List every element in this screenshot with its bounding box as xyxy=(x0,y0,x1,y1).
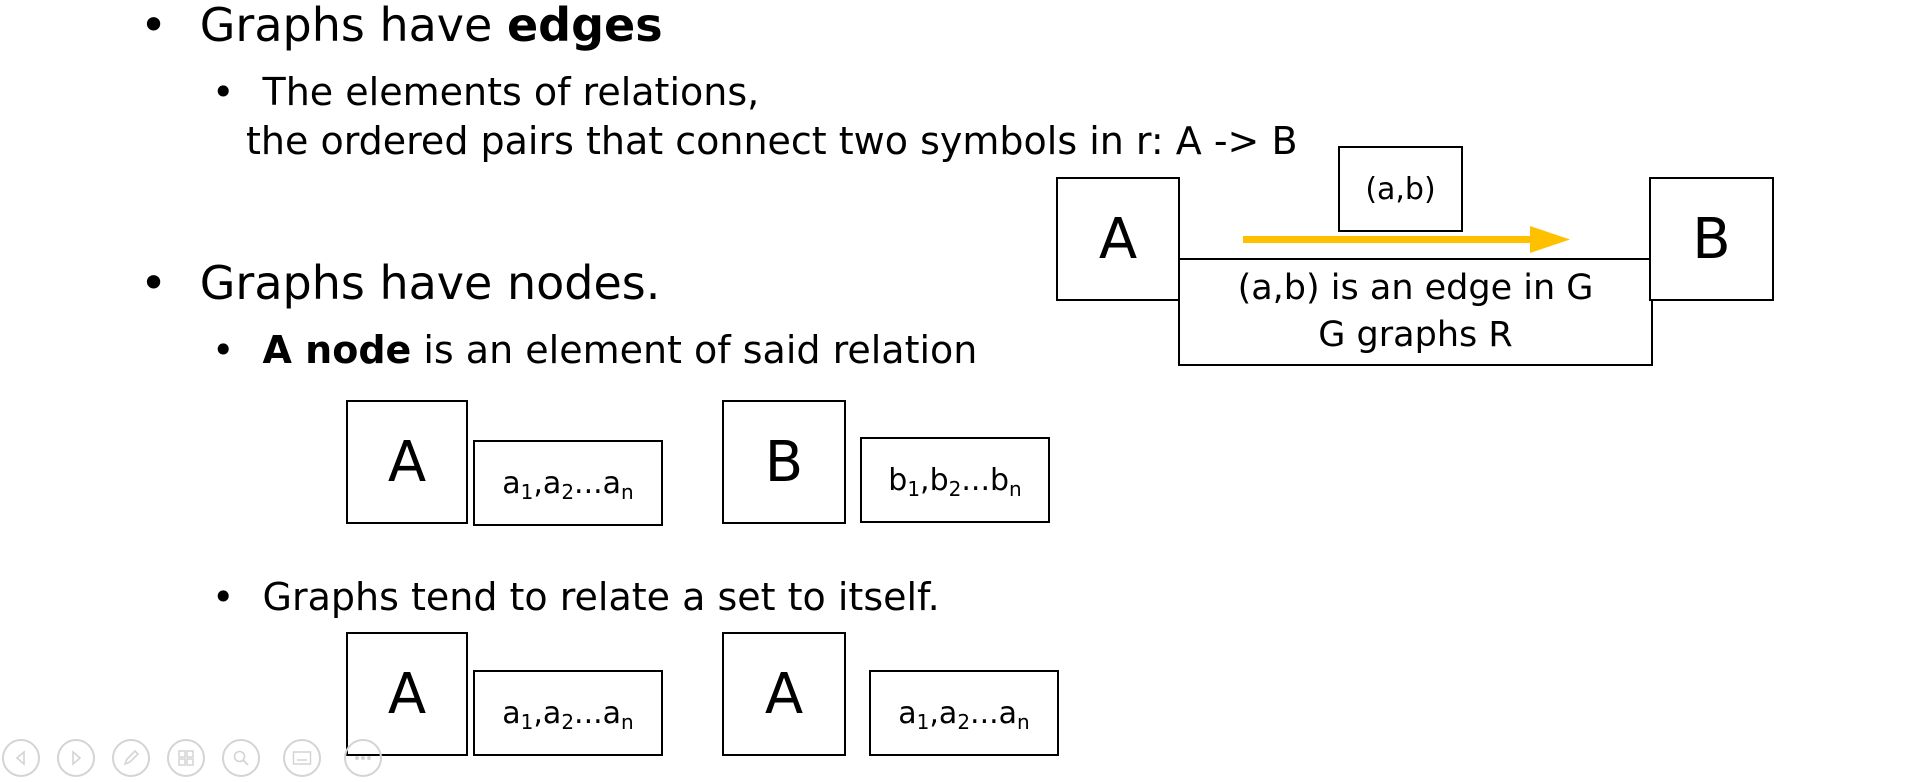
bullet-graphs-have-nodes: • Graphs have nodes. xyxy=(140,260,660,306)
set-a-copy-elements: a1,a2...an xyxy=(869,670,1059,756)
set-a-box: A xyxy=(346,400,468,524)
nodes-text: Graphs have nodes. xyxy=(199,256,661,310)
edge-target-node: B xyxy=(1649,177,1774,301)
bullet-graphs-have-edges: • Graphs have edges xyxy=(140,2,663,48)
bullet-marker: • xyxy=(212,328,235,372)
edge-caption-line1: (a,b) is an edge in G xyxy=(1237,267,1594,308)
bullet-node-definition: • A node is an element of said relation xyxy=(212,326,977,375)
edge-source-node: A xyxy=(1056,177,1180,301)
set-a-copy-box: A xyxy=(722,632,846,756)
edge-arrow xyxy=(1243,226,1570,253)
edges-bold: edges xyxy=(506,0,663,52)
set-a-elements: a1,a2...an xyxy=(473,440,663,526)
edges-def-line2: the ordered pairs that connect two symbo… xyxy=(246,119,1298,164)
set-a-box: A xyxy=(346,632,468,756)
bullet-marker: • xyxy=(140,256,168,310)
edge-caption-box: (a,b) is an edge in G G graphs R xyxy=(1178,258,1653,366)
node-def-bold: A node xyxy=(262,328,412,372)
edges-prefix: Graphs have xyxy=(199,0,507,52)
set-a-elements: a1,a2...an xyxy=(473,670,663,756)
itself-text: Graphs tend to relate a set to itself. xyxy=(262,575,940,619)
bullet-marker: • xyxy=(212,575,235,619)
more-icon[interactable] xyxy=(344,739,382,777)
edges-def-line1: The elements of relations, xyxy=(262,70,760,114)
pen-icon[interactable] xyxy=(112,739,150,777)
edge-caption-line2: G graphs R xyxy=(1318,315,1513,355)
previous-icon[interactable] xyxy=(2,739,40,777)
set-b-box: B xyxy=(722,400,846,524)
bullet-marker: • xyxy=(140,0,168,52)
slides-icon[interactable] xyxy=(167,739,205,777)
zoom-icon[interactable] xyxy=(222,739,260,777)
subtitles-icon[interactable] xyxy=(283,739,321,777)
node-def-rest: is an element of said relation xyxy=(411,328,978,372)
bullet-marker: • xyxy=(212,70,235,114)
bullet-edges-definition: • The elements of relations, the ordered… xyxy=(212,68,1298,167)
next-icon[interactable] xyxy=(57,739,95,777)
bullet-relate-to-itself: • Graphs tend to relate a set to itself. xyxy=(212,573,940,622)
set-b-elements: b1,b2...bn xyxy=(860,437,1050,523)
edge-pair-label: (a,b) xyxy=(1338,146,1463,232)
